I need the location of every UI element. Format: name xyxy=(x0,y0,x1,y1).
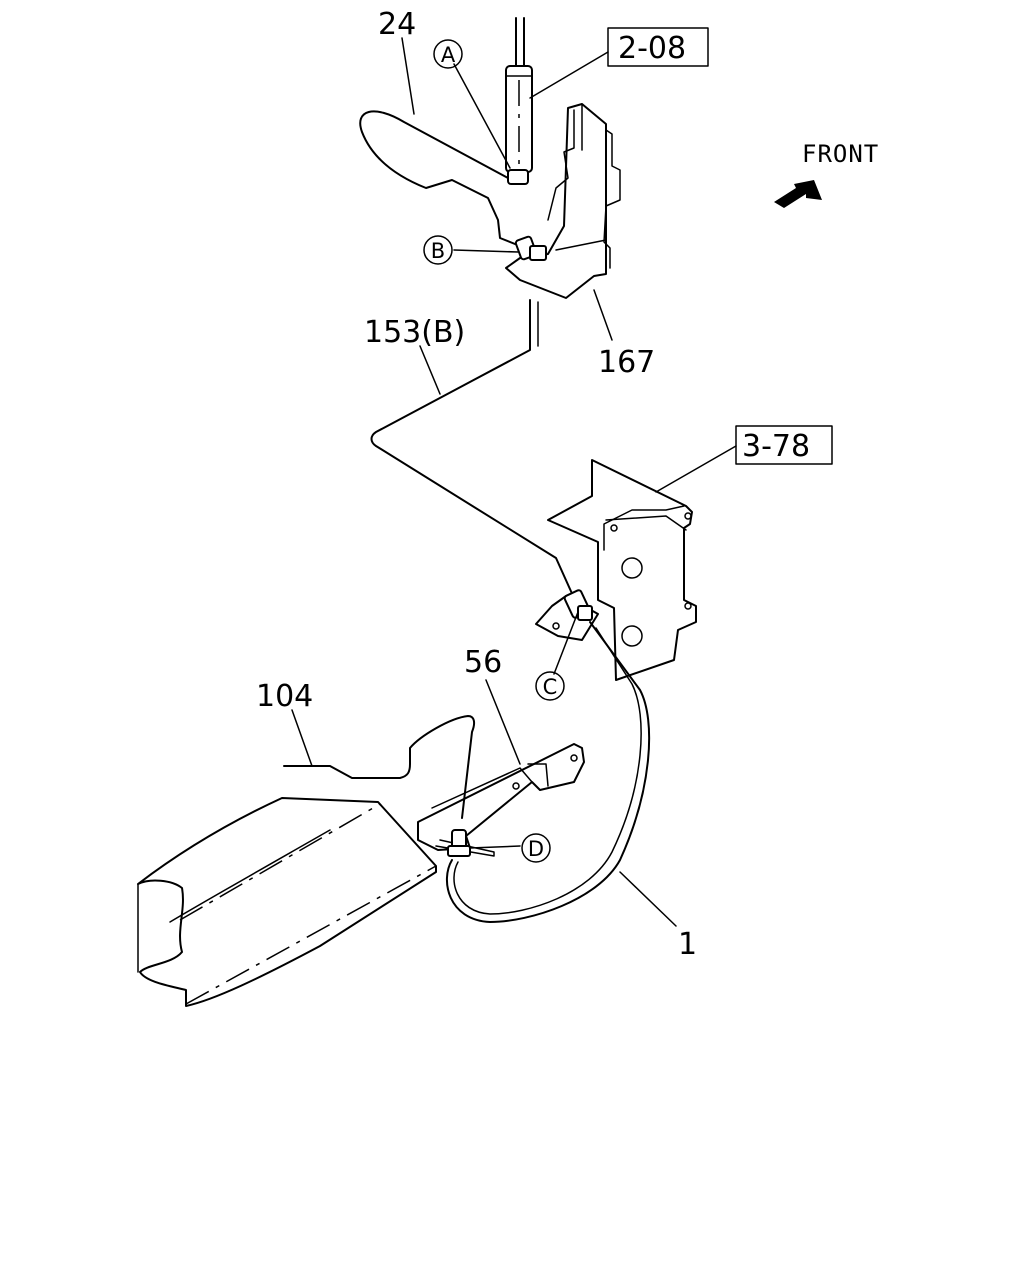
leader-lines xyxy=(291,37,737,927)
part-label-153b: 153(B) xyxy=(364,315,465,350)
bracket-56 xyxy=(417,743,585,857)
front-direction-indicator: FRONT xyxy=(774,140,879,208)
pipe-153b xyxy=(370,299,575,599)
part-label-56: 56 xyxy=(464,645,502,680)
part-label-167: 167 xyxy=(598,345,655,380)
svg-text:B: B xyxy=(431,239,445,263)
fitting-d xyxy=(447,829,471,857)
reference-box-3-78[interactable]: 3-78 xyxy=(735,425,833,465)
fitting-b xyxy=(514,235,547,261)
fitting-c xyxy=(563,589,593,621)
part-label-104: 104 xyxy=(256,679,313,714)
frame-rail xyxy=(137,797,437,1007)
detail-marker-a[interactable]: A xyxy=(433,39,463,69)
bracket-3-78 xyxy=(535,459,697,681)
svg-text:3-78: 3-78 xyxy=(742,429,810,464)
part-label-1: 1 xyxy=(678,927,697,962)
svg-text:C: C xyxy=(543,675,558,699)
hose-24 xyxy=(359,110,521,247)
detail-marker-b[interactable]: B xyxy=(423,235,453,265)
reference-box-2-08[interactable]: 2-08 xyxy=(607,27,709,67)
detail-marker-d[interactable]: D xyxy=(521,833,551,863)
front-label: FRONT xyxy=(802,140,879,168)
svg-text:A: A xyxy=(441,43,456,67)
upper-cable xyxy=(505,17,533,185)
bracket-167 xyxy=(505,103,621,299)
svg-text:2-08: 2-08 xyxy=(618,31,686,66)
hose-1 xyxy=(445,621,651,923)
part-label-24: 24 xyxy=(378,7,416,42)
hose-104 xyxy=(283,715,476,819)
svg-text:D: D xyxy=(528,837,544,861)
front-arrow-icon xyxy=(774,180,822,208)
detail-marker-c[interactable]: C xyxy=(535,671,565,701)
